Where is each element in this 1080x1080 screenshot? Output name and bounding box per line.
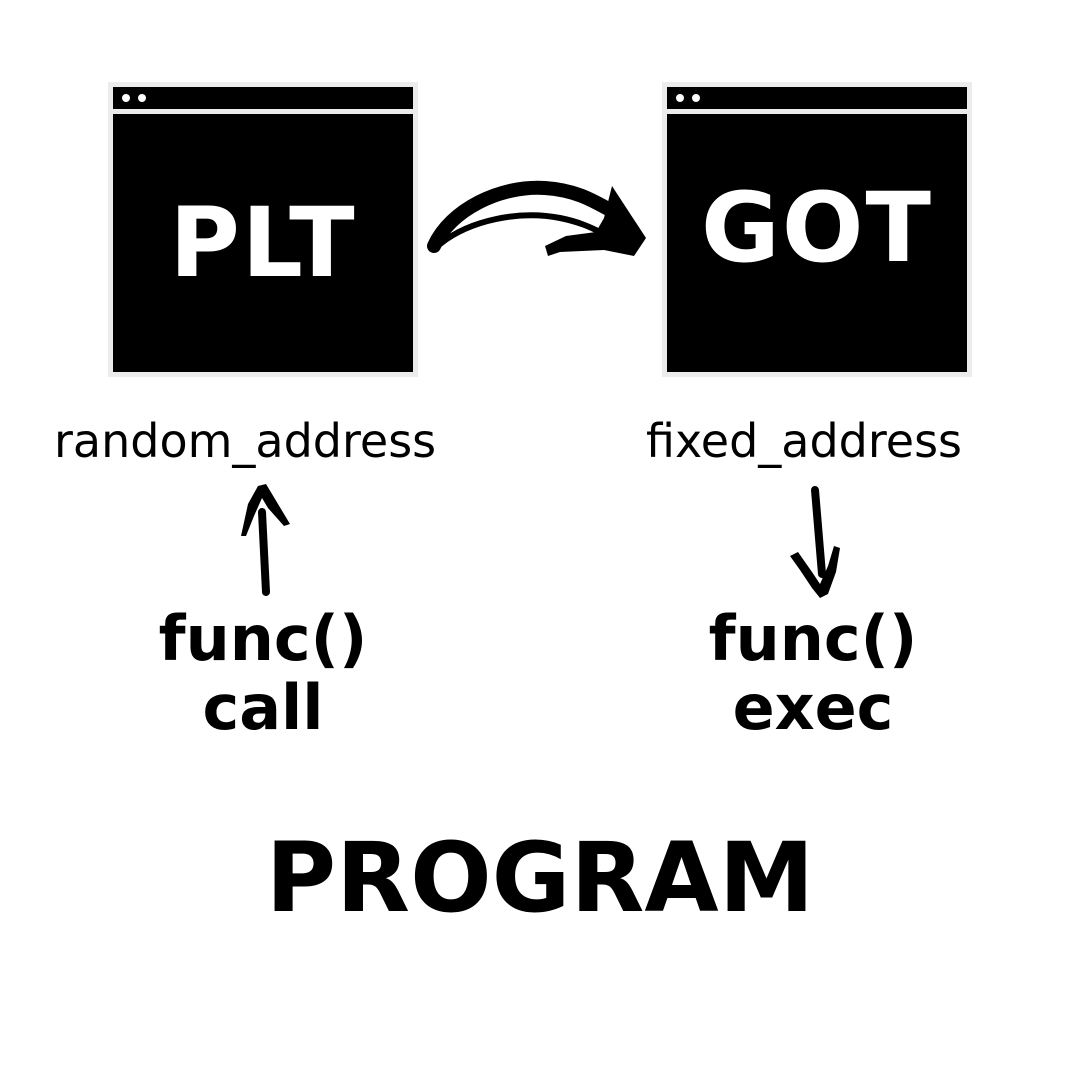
- plt-label: PLT: [169, 187, 357, 299]
- plt-window-titlebar: [113, 87, 413, 109]
- window-dot-icon: [138, 94, 146, 102]
- func-exec-line1: func(): [708, 602, 918, 675]
- window-dot-icon: [122, 94, 130, 102]
- func-call-line2: call: [202, 671, 324, 745]
- func-call-caption: func() call: [140, 604, 386, 743]
- plt-window: PLT: [108, 82, 418, 377]
- func-exec-caption: func() exec: [690, 604, 936, 743]
- got-label: GOT: [701, 172, 933, 284]
- fixed-address-label: fixed_address: [646, 414, 963, 468]
- func-exec-line2: exec: [732, 671, 894, 745]
- program-title: PROGRAM: [265, 822, 815, 934]
- got-window: GOT: [662, 82, 972, 377]
- window-dot-icon: [692, 94, 700, 102]
- got-window-titlebar: [667, 87, 967, 109]
- got-window-pane: GOT: [667, 114, 967, 372]
- func-call-line1: func(): [158, 602, 368, 675]
- window-dot-icon: [676, 94, 684, 102]
- random-address-label: random_address: [54, 414, 437, 468]
- plt-window-pane: PLT: [113, 114, 413, 372]
